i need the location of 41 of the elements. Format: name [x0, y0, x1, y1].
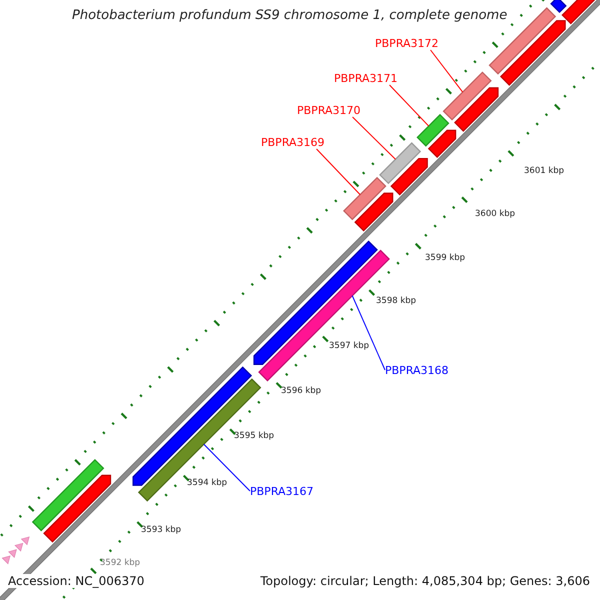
gene-feature: [454, 87, 499, 132]
gene-label: PBPRA3167: [250, 485, 314, 498]
gene-label: PBPRA3172: [375, 37, 439, 50]
gene-feature: [500, 20, 566, 86]
leader-line: [203, 444, 250, 492]
gene-bar: [442, 71, 492, 121]
gene-feature: [428, 130, 456, 158]
scale-label: 3593 kbp: [141, 525, 182, 535]
gene-feature: [253, 240, 378, 365]
gene-bar: [416, 114, 450, 147]
gene-label: PBPRA3171: [334, 72, 398, 85]
leader-line: [430, 50, 464, 93]
scale-label: 3597 kbp: [329, 341, 370, 351]
leader-line: [352, 295, 386, 370]
accession-text: Accession: NC_006370: [8, 574, 144, 588]
scale-label: 3599 kbp: [425, 253, 466, 263]
genome-info-text: Topology: circular; Length: 4,085,304 bp; Genes: 3,606: [260, 574, 590, 588]
leader-line: [389, 84, 430, 127]
gene-bar: [32, 458, 104, 532]
gene-feature: [2, 556, 11, 564]
scale-label: 3596 kbp: [281, 386, 322, 396]
title: Photobacterium profundum SS9 chromosome 1, complete genome: [72, 8, 508, 23]
gene-bar: [550, 0, 567, 14]
gene-feature: [8, 549, 17, 558]
leader-line: [316, 148, 361, 196]
gene-feature: [20, 536, 30, 546]
gene-feature: [14, 542, 24, 552]
gene-bar: [343, 176, 386, 220]
gene-label: PBPRA3170: [297, 104, 361, 117]
scale-label: 3595 kbp: [234, 431, 274, 441]
scale-label: 3598 kbp: [376, 296, 416, 306]
gene-feature: [390, 158, 428, 196]
scale-label: 3594 kbp: [187, 478, 228, 488]
scale-label: 3600 kbp: [475, 209, 516, 219]
scale-label: 3601 kbp: [524, 166, 564, 176]
gene-bar: [379, 142, 422, 184]
gene-label: PBPRA3168: [385, 364, 449, 377]
gene-label: PBPRA3169: [261, 136, 325, 149]
scale-label: 3592 kbp: [100, 558, 140, 568]
gene-feature: [354, 192, 394, 232]
gene-feature: [43, 474, 112, 543]
